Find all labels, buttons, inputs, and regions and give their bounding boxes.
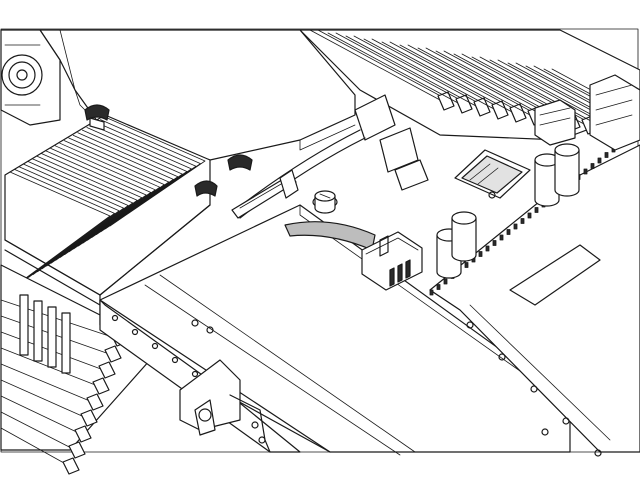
latch-icon xyxy=(84,104,253,197)
dimm-latch-row xyxy=(354,94,429,191)
capacitor-icon xyxy=(436,143,580,279)
riser-slot xyxy=(231,169,299,219)
memory-slot-bank-bottom xyxy=(0,264,151,475)
riser-bracket xyxy=(99,299,301,453)
thumbscrew-icon xyxy=(312,190,338,214)
rear-ports xyxy=(534,74,640,151)
fan-icon xyxy=(0,29,61,126)
power-connector-icon xyxy=(361,231,423,291)
riser-card xyxy=(99,204,576,456)
sd-card-slot-icon xyxy=(454,149,531,199)
